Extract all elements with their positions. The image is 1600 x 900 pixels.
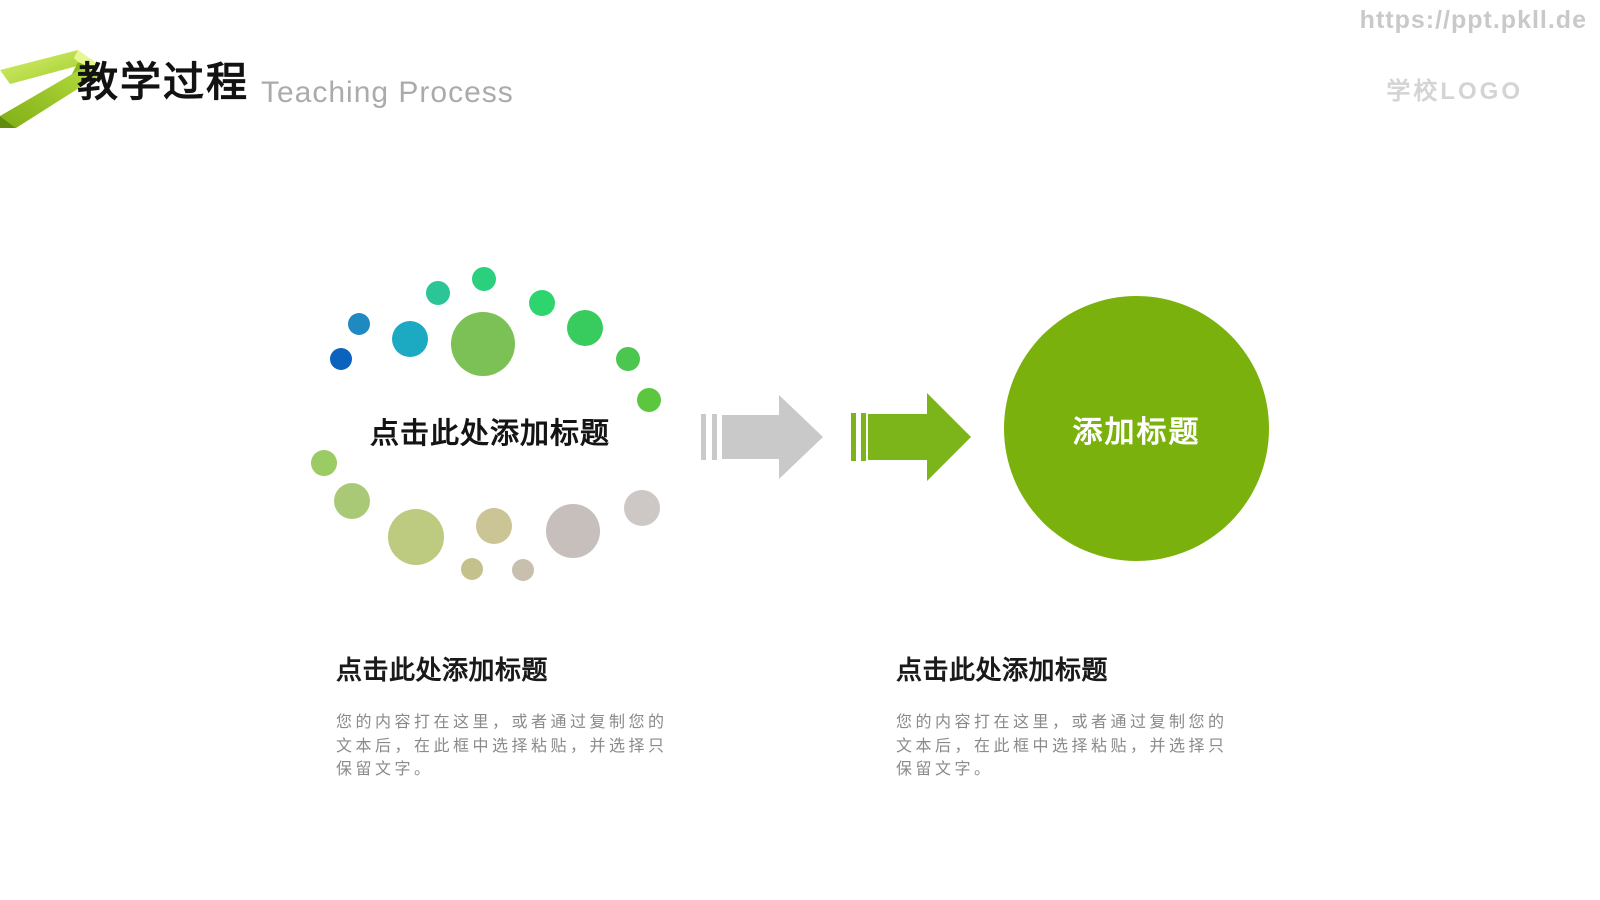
block-body-line: 您的内容打在这里，或者通过复制您的 (896, 714, 1228, 731)
block-heading: 点击此处添加标题 (336, 655, 549, 685)
ring-dot (476, 508, 512, 544)
ring-dot (388, 509, 444, 565)
arrow-bar (851, 413, 856, 461)
result-title-placeholder: 添加标题 (1072, 415, 1201, 449)
ring-dot (330, 348, 352, 370)
ring-dot (624, 490, 660, 526)
ring-title-placeholder: 点击此处添加标题 (369, 418, 610, 450)
ring-dot (334, 483, 370, 519)
ring-dot (616, 347, 640, 371)
arrow-head (927, 393, 971, 481)
page-subtitle: Teaching Process (261, 76, 514, 109)
page-title: 教学过程 (77, 59, 249, 105)
process-arrow-gray (701, 395, 823, 479)
school-logo-placeholder: 学校LOGO (1386, 78, 1523, 105)
arrow-head (779, 395, 823, 479)
block-body-line: 保留文字。 (896, 761, 994, 778)
ring-dot (512, 559, 534, 581)
watermark-url: https://ppt.pkll.de (1359, 6, 1587, 34)
ring-dot (567, 310, 603, 346)
arrow-body (722, 415, 779, 459)
block-body-line: 文本后，在此框中选择粘贴，并选择只 (336, 737, 668, 755)
text-block-left: 点击此处添加标题 您的内容打在这里，或者通过复制您的 文本后，在此框中选择粘贴，… (336, 650, 696, 782)
ring-dot (392, 321, 428, 357)
block-body-line: 文本后，在此框中选择粘贴，并选择只 (896, 737, 1228, 755)
ring-dot (461, 558, 483, 580)
block-body-line: 您的内容打在这里，或者通过复制您的 (336, 714, 668, 731)
arrow-bar (701, 414, 706, 460)
text-block-right: 点击此处添加标题 您的内容打在这里，或者通过复制您的 文本后，在此框中选择粘贴，… (896, 650, 1256, 782)
ring-dot (451, 312, 515, 376)
ring-dot (529, 290, 555, 316)
ring-dot (348, 313, 370, 335)
ring-dot (311, 450, 337, 476)
arrow-bar (861, 413, 866, 461)
ring-dot (426, 281, 450, 305)
block-body-line: 保留文字。 (336, 761, 434, 778)
arrow-bar (712, 414, 717, 460)
arrow-body (868, 414, 927, 460)
ring-dot (472, 267, 496, 291)
green-ribbon-arrow-logo (0, 50, 98, 128)
ring-dot (637, 388, 661, 412)
result-circle: 添加标题 (1004, 296, 1269, 561)
process-arrow-green (851, 393, 971, 481)
ring-dot (546, 504, 600, 558)
block-heading: 点击此处添加标题 (896, 655, 1109, 685)
